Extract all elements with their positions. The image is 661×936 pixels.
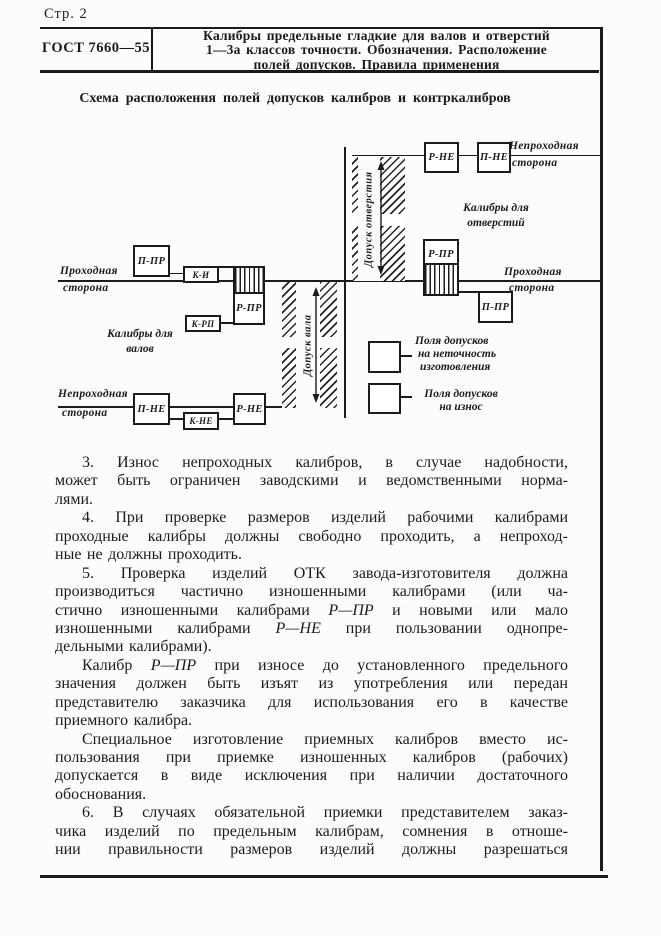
legend-dash: [401, 355, 412, 357]
group-label-line: отверстий: [467, 216, 525, 229]
header-top-rule: [40, 27, 602, 29]
body-line: приемного калибра.: [55, 712, 193, 730]
connector-line: [166, 272, 184, 274]
header-bottom-rule: [40, 70, 599, 73]
legend-swatch-wear: [368, 383, 401, 414]
legend-line: на неточность: [418, 348, 497, 361]
gauge-box-p-ne-right: П-НЕ: [477, 142, 511, 173]
body-line: 4. При проверке размеров изделий рабочим…: [82, 509, 568, 527]
body-line: представителю заказчика для использовани…: [55, 693, 568, 711]
legend-entry-manufacture: Поля допусков на неточность изготовления: [415, 335, 496, 375]
header-divider: [151, 27, 153, 72]
group-label-line: Калибры для: [107, 328, 173, 340]
gauge-box-r-pr-left: Р-ПР: [233, 292, 265, 325]
pass-side-line: [58, 280, 600, 282]
connector-line: [214, 418, 234, 420]
gauge-box-k-ne: К-НЕ: [183, 412, 219, 430]
nonpass-side-label-right: сторона: [512, 157, 558, 169]
nonpass-side-line-holes: [352, 154, 600, 157]
gauge-box-p-pr-right: П-ПР: [478, 291, 513, 323]
body-line: пользования при приемке изношенных калиб…: [55, 749, 568, 766]
legend-dash: [401, 396, 412, 398]
body-line: дельными калибрами).: [55, 638, 212, 656]
connector-line: [455, 291, 479, 293]
gauge-box-p-pr-left: П-ПР: [133, 245, 170, 277]
body-line: изношенными калибрами Р—НЕ при пользован…: [55, 619, 568, 637]
zero-axis-line: [344, 147, 346, 418]
gauge-box-r-ne-left: Р-НЕ: [233, 393, 266, 425]
legend-line: на износ: [439, 401, 483, 414]
body-line: 6. В случаях обязательной приемки предст…: [82, 804, 568, 822]
group-label-line: валов: [126, 342, 154, 355]
body-line: ные не должны проходить.: [55, 546, 242, 564]
connector-line: [216, 322, 234, 324]
pass-side-label-right: Проходная: [504, 266, 562, 278]
legend-line: Поля допусков: [415, 335, 489, 347]
pass-side-label-left: Проходная: [60, 265, 118, 277]
shaft-gauges-label: Калибры для валов: [100, 327, 180, 356]
diagram-caption: Схема расположения полей допусков калибр…: [79, 91, 511, 106]
double-arrow-icon: [312, 287, 320, 403]
gauge-box-k-i: К-И: [183, 266, 219, 283]
body-line: допускается в виде исключения при наличи…: [55, 767, 568, 785]
legend-line: изготовления: [420, 361, 491, 374]
page-bottom-rule: [40, 875, 608, 878]
nonpass-side-label-right: Непроходная: [509, 140, 579, 152]
body-line: Специальное изготовление приемных калибр…: [82, 730, 568, 748]
pass-side-label-left: сторона: [63, 282, 109, 294]
legend-entry-wear: Поля допусков на износ: [417, 388, 505, 414]
title-line: Калибры предельные гладкие для валов и о…: [203, 28, 550, 43]
pass-side-label-right: сторона: [509, 282, 555, 294]
body-line: чика изделий по предельным калибрам, сом…: [55, 822, 568, 840]
body-line: нии правильности размеров изделий должны…: [55, 841, 568, 859]
body-line: 5. Проверка изделий ОТК завода-изготовит…: [82, 564, 568, 582]
gauge-box-p-ne-left: П-НЕ: [133, 393, 170, 425]
title-line: полей допусков. Правила применения: [253, 56, 500, 72]
hole-tolerance-bar: Допуск отверстия: [352, 157, 405, 281]
body-line: проходные калибры должны свободно проход…: [55, 527, 568, 545]
page-number: Стр. 2: [44, 6, 88, 22]
body-line: производиться частично изношенными калиб…: [55, 583, 568, 601]
gauge-box-r-ne-right: Р-НЕ: [424, 142, 459, 173]
title-line: 1—3а классов точности. Обозначения. Расп…: [206, 42, 547, 58]
bar-label-band: Допуск отверстия: [358, 157, 380, 281]
hole-gauges-label: Калибры для отверстий: [450, 201, 542, 230]
connector-line: [214, 266, 234, 268]
group-label-line: Калибры для: [463, 202, 529, 214]
body-line: 3. Износ непроходных калибров, в случае …: [82, 454, 568, 471]
body-line: лями.: [55, 490, 94, 508]
body-line: стично изношенными калибрами Р—ПР и новы…: [55, 601, 568, 619]
body-line: значения должен быть изъят из употреблен…: [55, 675, 568, 693]
body-line: может быть ограничен заводскими и ведомс…: [55, 472, 568, 490]
nonpass-side-line-shafts: [58, 406, 282, 408]
page-right-border: [600, 27, 603, 871]
connector-line: [165, 418, 184, 420]
document-title: Калибры предельные гладкие для валов и о…: [155, 28, 598, 72]
body-line: Калибр Р—ПР при износе до установленного…: [82, 656, 568, 674]
nonpass-side-label-left: Непроходная: [58, 388, 128, 400]
wear-zone-r-pr-right: [423, 263, 459, 296]
body-text: 3. Износ непроходных калибров, в случае …: [55, 454, 568, 860]
gauge-box-k-rp: К-РП: [185, 315, 221, 332]
legend-line: Поля допусков: [424, 388, 498, 400]
double-arrow-icon: [377, 161, 385, 275]
shaft-tolerance-bar: Допуск вала: [282, 282, 337, 408]
body-line: обоснования.: [55, 785, 147, 803]
nonpass-side-label-left: сторона: [62, 407, 108, 419]
legend-swatch-manufacture: [368, 341, 401, 373]
standard-number: ГОСТ 7660—55: [41, 40, 151, 56]
